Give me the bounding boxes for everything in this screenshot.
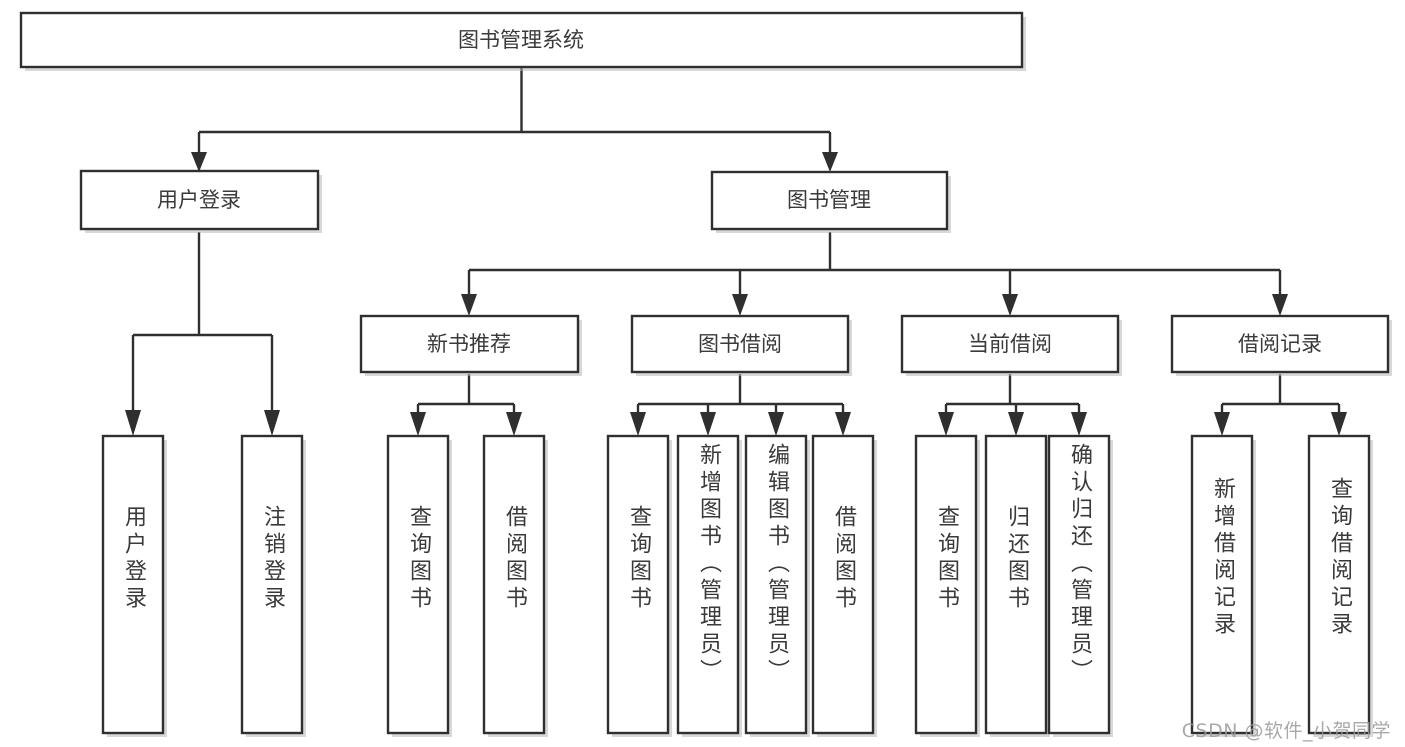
node-book-borrow-label: 图书借阅 bbox=[698, 332, 782, 356]
watermark-text: CSDN @软件_小贺同学 bbox=[1181, 720, 1391, 742]
leaf-new-book-query[interactable] bbox=[386, 434, 452, 737]
leaf-current-borrow-return[interactable] bbox=[984, 434, 1050, 737]
node-book-borrow[interactable]: 图书借阅 bbox=[630, 314, 852, 376]
arrow-ul-c1 bbox=[125, 410, 141, 436]
leaf-user-login-login[interactable] bbox=[101, 434, 167, 737]
node-book-management-label: 图书管理 bbox=[787, 188, 871, 212]
node-new-book-recommend-label: 新书推荐 bbox=[427, 332, 511, 356]
arrow-br-c1 bbox=[1214, 412, 1230, 436]
leaf-book-borrow-add[interactable] bbox=[676, 434, 742, 737]
arrow-bb-c3 bbox=[768, 412, 784, 436]
leaf-book-borrow-query[interactable] bbox=[606, 434, 672, 737]
leaf-user-login-logout[interactable] bbox=[240, 434, 306, 737]
arrow-cb-c3 bbox=[1071, 412, 1087, 436]
node-new-book-recommend[interactable]: 新书推荐 bbox=[359, 314, 582, 376]
node-user-login-label: 用户登录 bbox=[157, 188, 241, 212]
arrow-to-current-borrow bbox=[1002, 294, 1018, 316]
node-layer: 图书管理系统 用户登录 图书管理 新书推荐 bbox=[19, 11, 1392, 737]
leaf-book-borrow-edit[interactable] bbox=[744, 434, 810, 737]
leaf-book-borrow-borrow[interactable] bbox=[811, 434, 877, 737]
arrow-br-c2 bbox=[1331, 412, 1347, 436]
leaf-borrow-record-add[interactable] bbox=[1190, 434, 1256, 737]
arrow-cb-c2 bbox=[1008, 412, 1024, 436]
leaf-current-borrow-confirm[interactable] bbox=[1047, 434, 1113, 737]
node-current-borrow[interactable]: 当前借阅 bbox=[900, 314, 1122, 376]
arrow-to-book-borrow bbox=[732, 294, 748, 316]
arrow-to-book-mgmt bbox=[822, 152, 838, 172]
arrow-nb-c2 bbox=[506, 412, 522, 436]
arrow-to-new-book bbox=[461, 294, 477, 316]
arrow-bb-c1 bbox=[630, 412, 646, 436]
arrow-to-borrow-record bbox=[1272, 294, 1288, 316]
leaf-borrow-record-query[interactable] bbox=[1307, 434, 1373, 737]
arrow-cb-c1 bbox=[938, 412, 954, 436]
arrow-to-user-login bbox=[191, 152, 207, 172]
arrow-ul-c2 bbox=[264, 410, 280, 436]
leaf-current-borrow-query[interactable] bbox=[914, 434, 980, 737]
node-user-login[interactable]: 用户登录 bbox=[79, 169, 322, 233]
arrow-nb-c1 bbox=[410, 412, 426, 436]
connector-layer bbox=[125, 67, 1347, 436]
arrow-bb-c2 bbox=[700, 412, 716, 436]
node-current-borrow-label: 当前借阅 bbox=[968, 332, 1052, 356]
node-book-management[interactable]: 图书管理 bbox=[710, 170, 951, 233]
arrow-bb-c4 bbox=[835, 412, 851, 436]
node-root[interactable]: 图书管理系统 bbox=[19, 11, 1026, 71]
node-borrow-record-label: 借阅记录 bbox=[1238, 332, 1322, 356]
node-borrow-record[interactable]: 借阅记录 bbox=[1170, 314, 1392, 376]
leaf-new-book-borrow[interactable] bbox=[482, 434, 548, 737]
node-root-label: 图书管理系统 bbox=[458, 28, 584, 52]
